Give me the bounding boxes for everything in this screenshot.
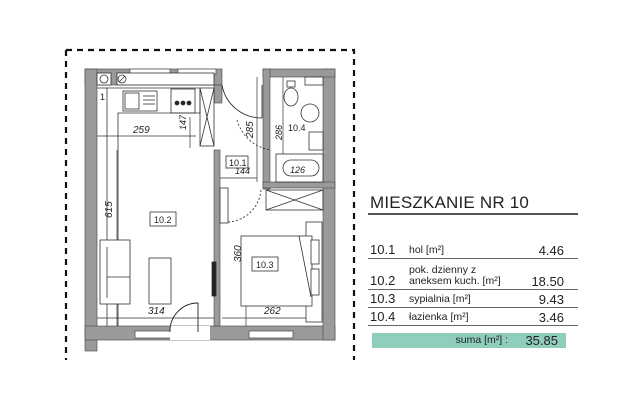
dim-counter: 147 [178, 114, 188, 130]
floor-plan: 1 259 147 615 314 285 144 286 360 262 10… [64, 48, 356, 360]
row-label: pok. dzienny z aneksem kuch. [m²] [409, 265, 501, 287]
kitchen-fixtures [96, 72, 215, 326]
row-value: 4.46 [538, 243, 564, 258]
row-number: 10.2 [370, 273, 396, 288]
room-label-10-3: 10.3 [256, 260, 274, 270]
dim-kitchen-width: 259 [132, 125, 150, 136]
plot-boundary [64, 48, 356, 360]
row-number: 10.3 [370, 291, 396, 306]
hall-door [221, 84, 271, 223]
row-number: 10.4 [370, 309, 396, 324]
room-label-box-10-1 [225, 155, 249, 169]
row-label: łazienka [m²] [409, 311, 469, 323]
entrance-door [169, 302, 199, 333]
room-label-10-2: 10.2 [154, 215, 172, 225]
sum-value: 35.85 [525, 333, 558, 348]
room-label-10-1: 10.1 [229, 158, 247, 168]
dim-living-width: 314 [148, 306, 165, 317]
walls [84, 68, 336, 352]
dim-tub: 126 [290, 165, 305, 175]
table-row: 10.3 sypialnia [m²] 9.43 [368, 290, 578, 308]
table-row: 10.1 hol [m²] 4.46 [368, 239, 578, 259]
entrance-door-gap [170, 326, 210, 340]
marker-label: 1 [100, 92, 105, 102]
sum-row: suma [m²] : 35.85 [372, 333, 566, 348]
wardrobe [265, 189, 324, 211]
row-label-line1: pok. dzienny z [409, 264, 477, 276]
bathroom-fixtures [275, 76, 324, 183]
room-label-box-10-2 [149, 211, 177, 227]
table-row: 10.4 łazienka [m²] 3.46 [368, 308, 578, 326]
dim-bath-height: 286 [274, 125, 284, 141]
area-table: MIESZKANIE NR 10 10.1 hol [m²] 4.46 10.2… [368, 193, 578, 326]
bed [240, 221, 323, 323]
hall-partition [219, 187, 229, 224]
living-furniture [99, 239, 217, 305]
row-value: 18.50 [531, 274, 564, 289]
row-value: 9.43 [538, 292, 564, 307]
dim-hall-height: 285 [245, 121, 256, 139]
room-label-10-4: 10.4 [288, 123, 306, 133]
dim-bed-width: 262 [263, 306, 281, 317]
dim-living-height: 615 [104, 201, 115, 218]
row-label: hol [m²] [409, 244, 445, 256]
row-number: 10.1 [370, 242, 396, 257]
row-label-line2: aneksem kuch. [m²] [409, 275, 501, 287]
table-row: 10.2 pok. dzienny z aneksem kuch. [m²] 1… [368, 259, 578, 290]
apartment-title: MIESZKANIE NR 10 [368, 193, 578, 215]
dim-bed-height: 360 [233, 245, 244, 262]
sum-label: suma [m²] : [455, 334, 508, 346]
room-label-box-10-3 [251, 256, 279, 272]
dim-hall-width: 144 [235, 166, 250, 176]
row-label: sypialnia [m²] [409, 293, 471, 305]
row-value: 3.46 [538, 310, 564, 325]
